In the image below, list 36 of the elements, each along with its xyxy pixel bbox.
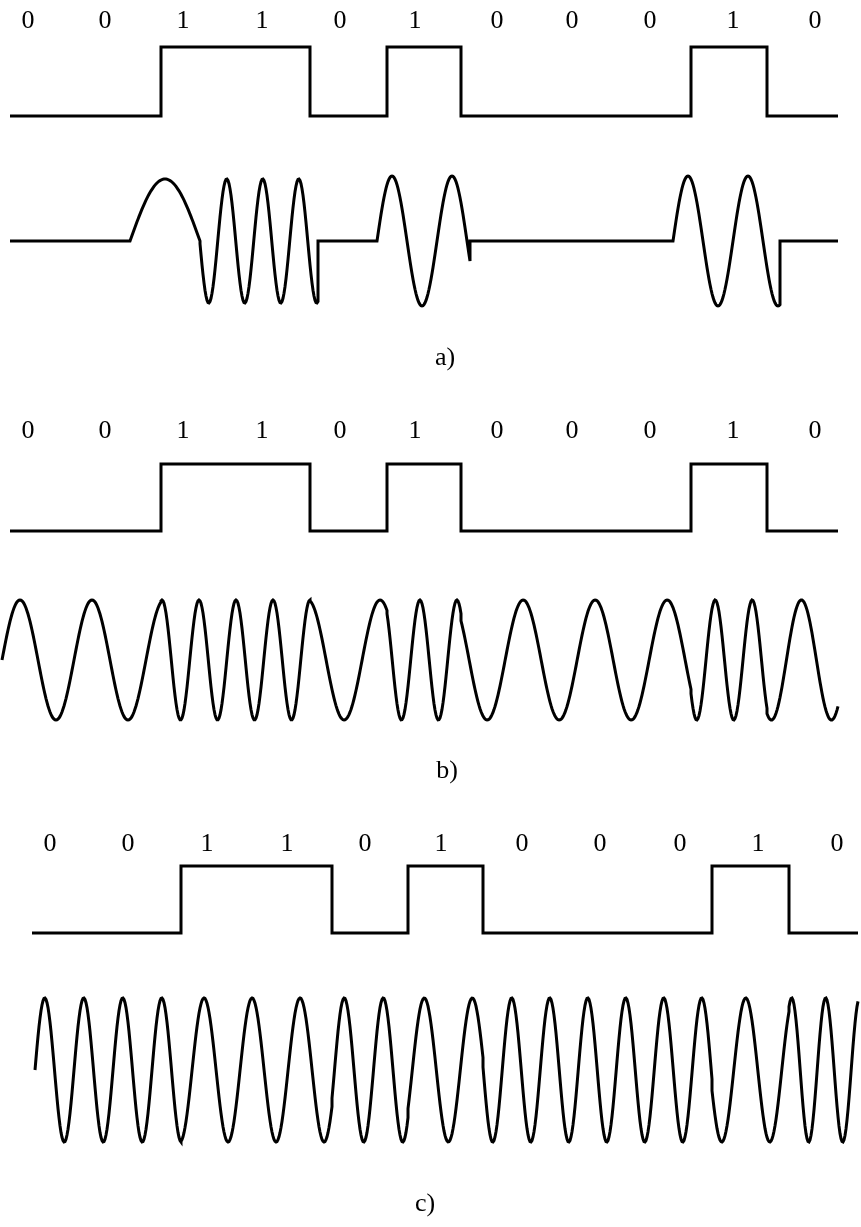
- bit-value: 1: [176, 415, 190, 445]
- bit-value: 1: [751, 828, 765, 858]
- panel-caption: b): [436, 755, 458, 785]
- bit-value: 0: [121, 828, 135, 858]
- bit-value: 0: [565, 5, 579, 35]
- bit-value: 1: [176, 5, 190, 35]
- bit-value: 1: [726, 5, 740, 35]
- bit-value: 0: [43, 828, 57, 858]
- bit-value: 0: [808, 415, 822, 445]
- bit-value: 0: [515, 828, 529, 858]
- bit-value: 1: [280, 828, 294, 858]
- bit-value: 0: [673, 828, 687, 858]
- panel-caption: a): [434, 342, 456, 372]
- bit-value: 0: [593, 828, 607, 858]
- bit-value: 0: [830, 828, 844, 858]
- bit-value: 0: [98, 415, 112, 445]
- bit-value: 0: [98, 5, 112, 35]
- bit-value: 0: [490, 5, 504, 35]
- bit-value: 1: [434, 828, 448, 858]
- bit-value: 0: [490, 415, 504, 445]
- bit-value: 1: [255, 415, 269, 445]
- bit-value: 1: [408, 415, 422, 445]
- bit-value: 0: [808, 5, 822, 35]
- panel-caption: c): [414, 1188, 436, 1218]
- bit-value: 1: [255, 5, 269, 35]
- bit-value: 0: [643, 5, 657, 35]
- bit-value: 0: [21, 5, 35, 35]
- bit-value: 1: [200, 828, 214, 858]
- bit-value: 0: [333, 415, 347, 445]
- bit-value: 0: [565, 415, 579, 445]
- bit-value: 0: [333, 5, 347, 35]
- bit-value: 0: [21, 415, 35, 445]
- bit-value: 1: [726, 415, 740, 445]
- bit-value: 0: [643, 415, 657, 445]
- bit-value: 1: [408, 5, 422, 35]
- bit-value: 0: [358, 828, 372, 858]
